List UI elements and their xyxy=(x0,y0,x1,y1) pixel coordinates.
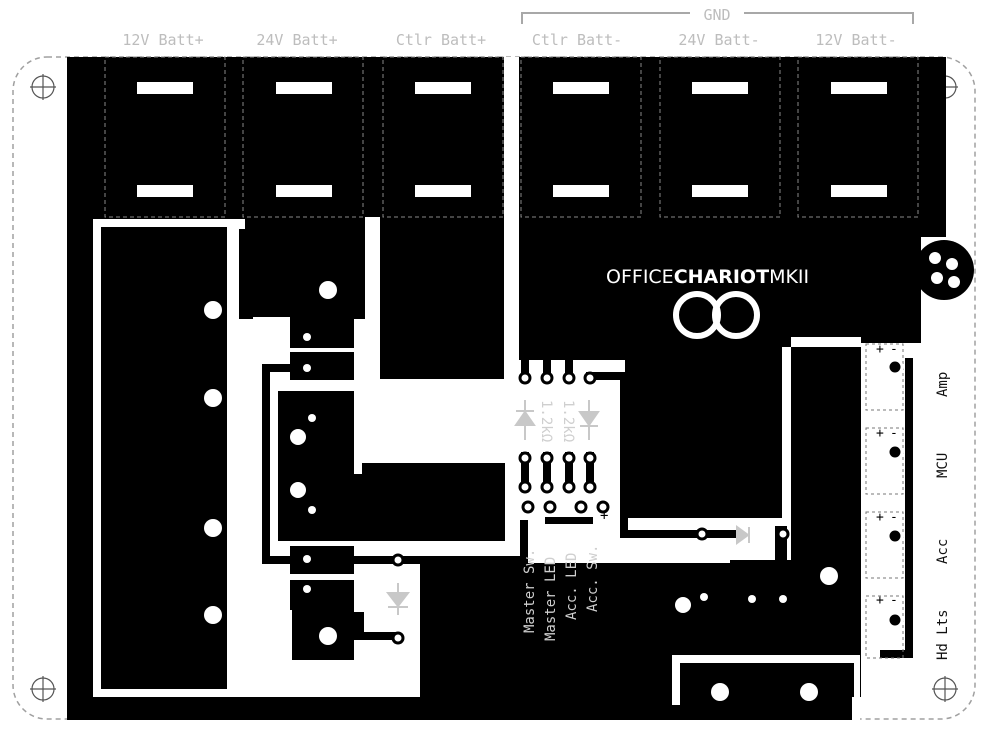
acc-led-label: Acc. LED xyxy=(564,553,580,620)
plus-sign: + xyxy=(600,508,608,524)
batt24-pos-label: 24V Batt+ xyxy=(256,31,337,49)
svg-text:-: - xyxy=(890,510,898,525)
mounting-pads xyxy=(204,281,838,701)
logo-ring-icon xyxy=(712,291,760,339)
master-led-label: Master LED xyxy=(543,557,559,641)
logo-office: OFFICE xyxy=(606,266,674,288)
master-sw-label: Master Sw. xyxy=(522,549,538,633)
terminal-outlines xyxy=(104,56,919,218)
resistor-1-label: 1.2kΩ xyxy=(538,400,554,442)
svg-text:-: - xyxy=(890,593,898,608)
board-outline xyxy=(12,56,976,720)
batt12-neg-label: 12V Batt- xyxy=(815,31,896,49)
ctlr-pos-label: Ctlr Batt+ xyxy=(396,31,486,49)
logo-mark: MKII xyxy=(769,266,809,288)
batt24-neg-label: 24V Batt- xyxy=(678,31,759,49)
resistor-2-label: 1.2kΩ xyxy=(560,400,576,442)
gnd-bracket: GND xyxy=(521,6,914,24)
led-icon xyxy=(514,400,536,440)
header-pins xyxy=(391,371,790,645)
svg-text:-: - xyxy=(890,426,898,441)
inner-traces xyxy=(262,318,913,697)
batt12-pos-label: 12V Batt+ xyxy=(122,31,203,49)
acc-label: Acc xyxy=(935,539,951,564)
diode-icon xyxy=(736,525,750,545)
logo-chariot: CHARIOT xyxy=(674,266,769,288)
mounting-hole-icon xyxy=(30,74,56,100)
terminal-slots xyxy=(137,82,887,197)
board-logo: OFFICECHARIOTMKII xyxy=(606,266,809,339)
svg-text:+: + xyxy=(876,342,884,357)
svg-text:+: + xyxy=(876,510,884,525)
svg-text:+: + xyxy=(876,426,884,441)
side-connector-outlines xyxy=(865,343,904,659)
amp-label: Amp xyxy=(935,372,951,397)
acc-sw-label: Acc. Sw. xyxy=(585,545,601,612)
gnd-label: GND xyxy=(703,6,730,24)
svg-text:-: - xyxy=(890,342,898,357)
svg-text:OFFICECHARIOTMKII: OFFICECHARIOTMKII xyxy=(606,266,809,288)
mounting-hole-icon xyxy=(30,676,56,702)
fiducial-icon xyxy=(914,240,974,300)
mcu-label: MCU xyxy=(935,453,951,478)
hd-lts-label: Hd Lts xyxy=(935,609,951,660)
ctlr-neg-label: Ctlr Batt- xyxy=(532,31,622,49)
diode-icon xyxy=(385,583,411,615)
polarity-marks: + - + - + - + - xyxy=(876,342,898,608)
mounting-hole-icon xyxy=(932,676,958,702)
led-icon xyxy=(578,400,600,440)
svg-text:+: + xyxy=(876,593,884,608)
side-connector-pins xyxy=(886,358,904,629)
